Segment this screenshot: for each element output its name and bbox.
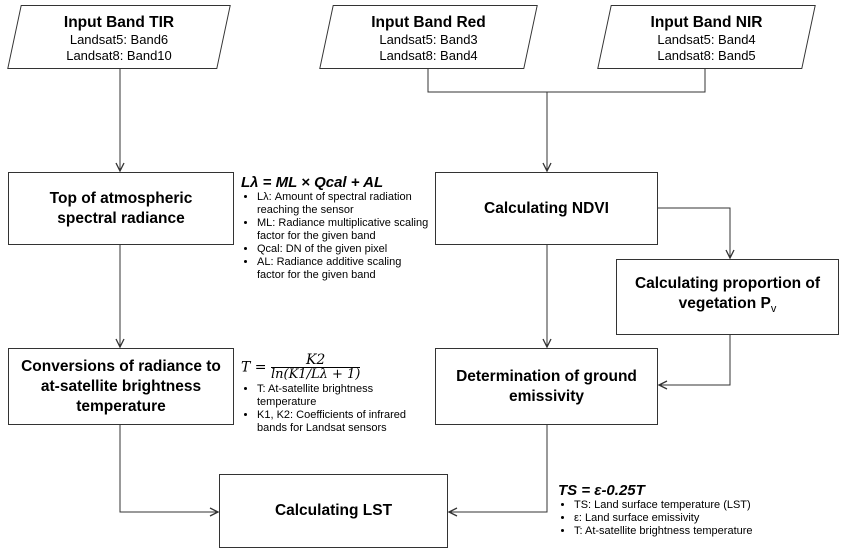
input-red-title: Input Band Red bbox=[371, 14, 486, 31]
radiance-term-1: Lλ: Amount of spectral radiation reachin… bbox=[257, 191, 431, 217]
input-tir-line2: Landsat8: Band10 bbox=[66, 48, 172, 63]
step-brightness-line2: at-satellite brightness bbox=[40, 377, 202, 395]
step-pv-line2-wrap: vegetation Pv bbox=[679, 294, 777, 319]
lst-term-list: TS: Land surface temperature (LST) ε: La… bbox=[558, 499, 843, 538]
arrow-brightness-to-lst bbox=[119, 425, 218, 512]
lst-term-3: T: At-satellite brightness temperature bbox=[574, 525, 843, 538]
step-calculating-lst: Calculating LST bbox=[219, 474, 448, 548]
step-pv-line1: Calculating proportion of bbox=[634, 275, 821, 293]
step-proportion-vegetation: Calculating proportion of vegetation Pv bbox=[616, 259, 839, 335]
radiance-term-3: Qcal: DN of the given pixel bbox=[257, 243, 431, 256]
step-toa-radiance: Top of atmospheric spectral radiance bbox=[8, 172, 234, 245]
input-band-nir: Input Band NIR Landsat5: Band4 Landsat8:… bbox=[597, 5, 816, 69]
formula-brightness-lhs: T = bbox=[241, 359, 267, 376]
radiance-term-4: AL: Radiance additive scaling factor for… bbox=[257, 256, 431, 282]
radiance-term-list: Lλ: Amount of spectral radiation reachin… bbox=[241, 191, 431, 282]
step-toa-radiance-line2: spectral radiance bbox=[57, 209, 185, 227]
input-red-line1: Landsat5: Band3 bbox=[379, 32, 478, 47]
input-tir-line1: Landsat5: Band6 bbox=[69, 32, 169, 47]
arrow-pv-to-emissivity bbox=[659, 335, 731, 385]
step-ndvi-label: Calculating NDVI bbox=[484, 199, 609, 217]
note-radiance: Lλ = ML × Qcal + AL Lλ: Amount of spectr… bbox=[241, 174, 431, 282]
note-brightness: T = K2 ln(K1/Lλ + 1) T: At-satellite bri… bbox=[241, 353, 431, 435]
step-lst-label: Calculating LST bbox=[274, 502, 393, 519]
brightness-term-1: T: At-satellite brightness temperature bbox=[257, 383, 431, 409]
step-emissivity-line2: emissivity bbox=[509, 387, 584, 405]
note-lst: TS = ε-0.25T TS: Land surface temperatur… bbox=[558, 482, 843, 538]
brightness-term-2: K1, K2: Coefficients of infrared bands f… bbox=[257, 409, 431, 435]
formula-lst: TS = ε-0.25T bbox=[558, 482, 645, 499]
formula-brightness: T = K2 ln(K1/Lλ + 1) bbox=[241, 353, 431, 382]
formula-brightness-denominator: ln(K1/Lλ + 1) bbox=[270, 367, 361, 382]
step-brightness-temperature: Conversions of radiance to at-satellite … bbox=[8, 348, 234, 425]
formula-brightness-fraction: K2 ln(K1/Lλ + 1) bbox=[270, 353, 361, 382]
input-nir-line1: Landsat5: Band4 bbox=[657, 32, 756, 47]
formula-brightness-numerator: K2 bbox=[270, 353, 361, 368]
step-pv-subscript: v bbox=[770, 303, 777, 316]
connector-red-nir-merge bbox=[427, 69, 706, 93]
step-calculating-ndvi: Calculating NDVI bbox=[435, 172, 658, 245]
input-band-red: Input Band Red Landsat5: Band3 Landsat8:… bbox=[319, 5, 538, 69]
step-toa-radiance-line1: Top of atmospheric bbox=[49, 189, 193, 207]
input-band-tir: Input Band TIR Landsat5: Band6 Landsat8:… bbox=[7, 5, 231, 69]
lst-term-2: ε: Land surface emissivity bbox=[574, 512, 843, 525]
arrow-emissivity-to-lst bbox=[449, 425, 548, 512]
input-nir-title: Input Band NIR bbox=[650, 14, 763, 31]
input-tir-title: Input Band TIR bbox=[63, 14, 175, 31]
input-nir-line2: Landsat8: Band5 bbox=[657, 48, 756, 63]
step-brightness-line1: Conversions of radiance to bbox=[21, 357, 221, 375]
step-ground-emissivity: Determination of ground emissivity bbox=[435, 348, 658, 425]
radiance-term-2: ML: Radiance multiplicative scaling fact… bbox=[257, 217, 431, 243]
step-pv-line2: vegetation P bbox=[678, 295, 771, 313]
step-brightness-line3: temperature bbox=[76, 397, 166, 415]
formula-radiance: Lλ = ML × Qcal + AL bbox=[241, 174, 384, 191]
input-red-line2: Landsat8: Band4 bbox=[379, 48, 478, 63]
lst-term-1: TS: Land surface temperature (LST) bbox=[574, 499, 843, 512]
arrow-ndvi-to-pv bbox=[657, 207, 730, 258]
step-emissivity-line1: Determination of ground bbox=[456, 367, 637, 385]
brightness-term-list: T: At-satellite brightness temperature K… bbox=[241, 383, 431, 435]
